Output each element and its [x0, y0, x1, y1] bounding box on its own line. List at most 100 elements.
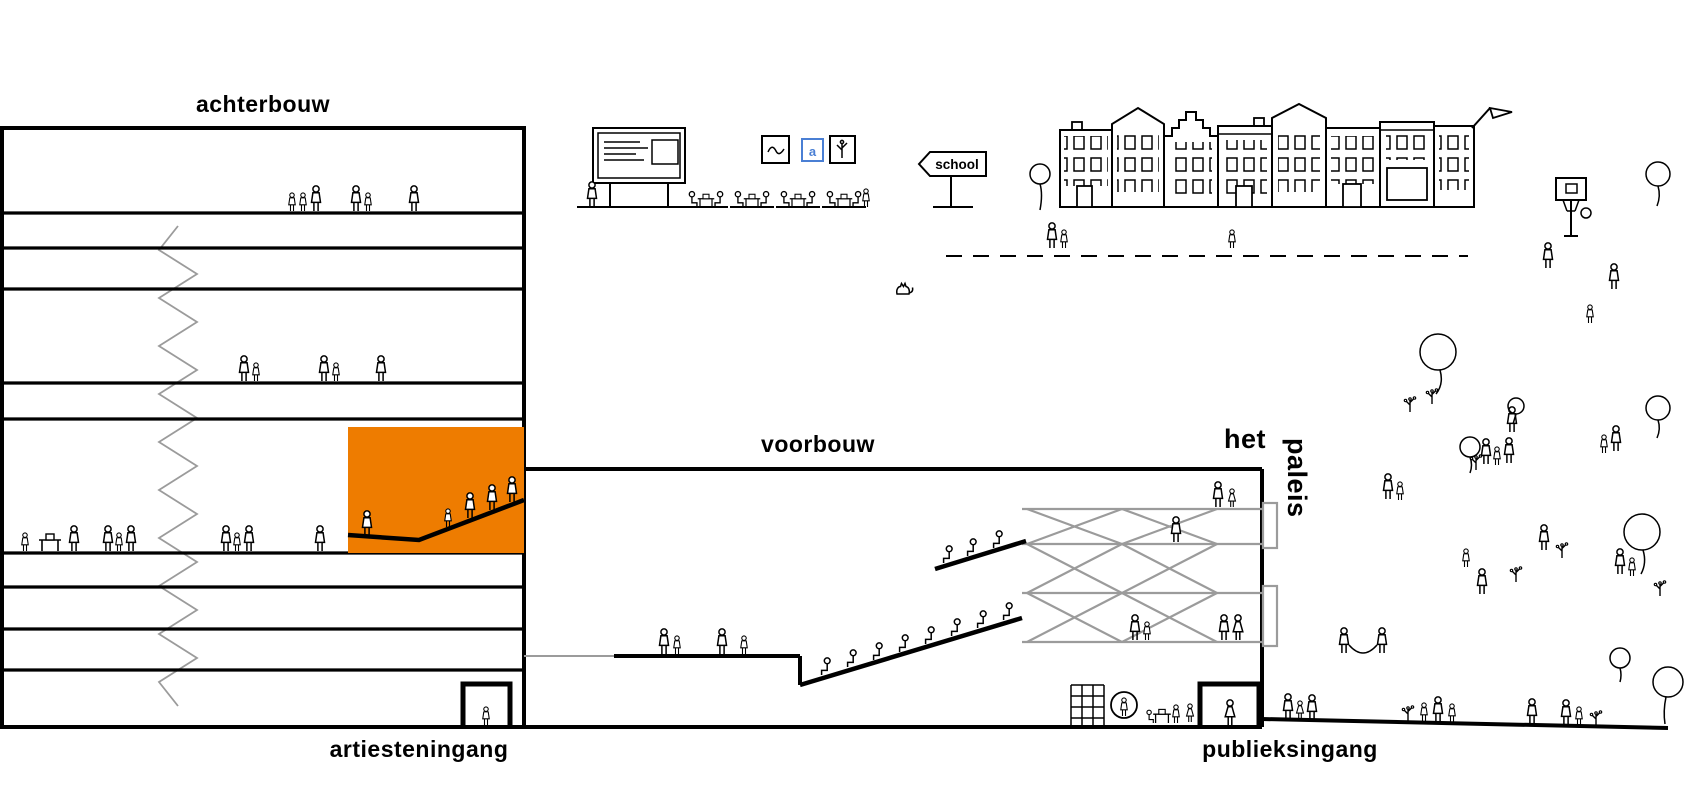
- tree-icon: [1653, 580, 1667, 597]
- outdoor-ground-line: [1261, 717, 1669, 730]
- billboard: [592, 127, 686, 184]
- seated-person-icon: [924, 626, 935, 645]
- shop-window: [1386, 167, 1428, 201]
- achterbouw-building: [0, 126, 526, 729]
- seated-person-icon: [852, 190, 862, 208]
- balloons: [1419, 161, 1684, 725]
- child-icon: [1449, 704, 1455, 722]
- plant-bud-icon: [839, 139, 845, 145]
- desk-group: [822, 189, 869, 208]
- house-windows: [1064, 136, 1108, 186]
- tree-icon: [1403, 396, 1417, 413]
- school-scene: a school: [577, 127, 987, 208]
- label-achterbouw: achterbouw: [196, 91, 330, 117]
- desk-icon: [697, 193, 715, 208]
- balloon-icon: [1459, 436, 1481, 474]
- house-windows: [1439, 134, 1469, 190]
- balloon-icon: [1507, 397, 1525, 415]
- tree-icon: [1425, 388, 1439, 405]
- desk-icon: [743, 193, 761, 208]
- person-icon: [1432, 696, 1444, 723]
- seated-person-icon: [950, 618, 961, 637]
- stage-ramp-line: [347, 497, 525, 543]
- child-icon: [1229, 489, 1236, 507]
- house-windows: [1386, 134, 1428, 160]
- floor-lines: [2, 211, 524, 672]
- person-icon: [1046, 222, 1058, 249]
- person-icon: [1526, 698, 1538, 725]
- person-icon: [1382, 473, 1394, 500]
- sign-pole: [933, 176, 973, 208]
- desk-group: [684, 190, 728, 208]
- child-icon: [1173, 705, 1179, 723]
- artists-entrance-door: [460, 681, 513, 727]
- seated-person-icon: [1002, 602, 1013, 621]
- label-publieksingang: publieksingang: [1202, 736, 1378, 762]
- school-signpost: school: [917, 151, 987, 208]
- desk-group: [730, 190, 774, 208]
- child-icon: [1629, 558, 1635, 576]
- seated-person-icon: [714, 190, 724, 208]
- balloon-holder: [1506, 397, 1525, 433]
- person-icon: [1610, 425, 1622, 452]
- person-icon: [1212, 481, 1224, 508]
- person-icon: [1170, 516, 1182, 543]
- jump-rope-icon: [1348, 644, 1378, 654]
- label-voorbouw: voorbouw: [761, 431, 875, 457]
- cat-icon: [896, 282, 914, 295]
- house-windows: [1170, 142, 1212, 194]
- voorbouw-outline: [524, 467, 1264, 727]
- person-icon: [1476, 568, 1488, 595]
- seated-person-icon: [1146, 709, 1154, 724]
- frame-letter: a: [809, 144, 817, 159]
- child-icon: [1576, 707, 1582, 725]
- desk-icon: [789, 193, 807, 208]
- street-people: [1046, 222, 1236, 249]
- seated-person-icon: [760, 190, 770, 208]
- person-icon: [1614, 548, 1626, 575]
- child-icon: [1229, 230, 1235, 248]
- child-icon: [863, 189, 869, 207]
- child-icon: [1397, 482, 1403, 500]
- house-windows: [1278, 128, 1320, 192]
- person-icon: [716, 628, 728, 655]
- person-icon: [1218, 614, 1230, 641]
- voorbouw-building: [524, 467, 1279, 727]
- person-icon: [1224, 699, 1236, 726]
- logo-paleis: paleis: [1282, 438, 1312, 518]
- billboard-inner-frame: [597, 132, 681, 179]
- desk-icon: [835, 193, 853, 208]
- seated-person-icon: [872, 642, 883, 661]
- trees: [1403, 388, 1667, 597]
- person-icon: [658, 628, 670, 655]
- bird-sketch-icon: [767, 146, 785, 155]
- billboard-text-lines: [604, 141, 648, 161]
- basketball-icon: [1580, 207, 1592, 219]
- person-icon: [1282, 693, 1294, 720]
- seated-person-icon: [688, 190, 698, 208]
- climbing-frame-icon: [1070, 684, 1105, 727]
- seated-person-icon: [734, 190, 744, 208]
- balloon-icon: [1645, 161, 1671, 207]
- house-windows: [1331, 136, 1375, 184]
- child-icon: [741, 636, 747, 654]
- people-on-platform: [658, 628, 748, 655]
- rake-line-upper: [934, 538, 1027, 572]
- street-houses: [1059, 102, 1513, 208]
- child-icon: [1061, 230, 1067, 248]
- entrance-hall: [1070, 684, 1194, 727]
- info-circle-icon: [1110, 691, 1138, 719]
- tree-icon: [1401, 705, 1415, 722]
- person-icon: [1232, 614, 1244, 641]
- table-icon: [1152, 708, 1172, 724]
- child-icon: [1187, 704, 1194, 722]
- billboard-picture: [651, 139, 679, 165]
- tree-icon: [1589, 710, 1603, 727]
- child-icon: [1587, 305, 1593, 323]
- balloon-icon: [1609, 647, 1631, 683]
- person-icon: [1560, 699, 1572, 726]
- person-icon: [1542, 242, 1554, 269]
- house-door: [1342, 183, 1362, 208]
